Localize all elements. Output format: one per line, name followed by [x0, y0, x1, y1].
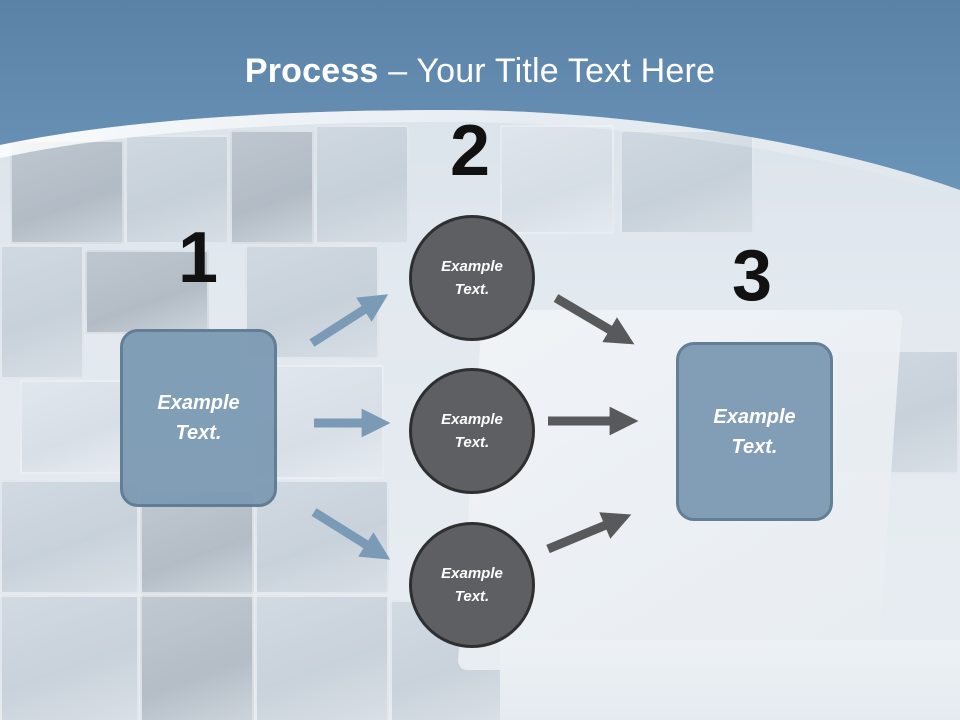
step-number-2: 2	[450, 111, 491, 191]
arrow-to-circle-1	[309, 294, 389, 347]
title-bold: Process	[244, 52, 379, 90]
collage-photo	[10, 140, 124, 244]
circle-text-line2: Text.	[454, 434, 490, 451]
step-2-circle-bottom: Example Text.	[409, 522, 535, 648]
step-1-text-line1: Example	[157, 392, 240, 414]
circle-text-line1: Example	[441, 411, 503, 428]
step-2-circle-middle: Example Text.	[409, 368, 535, 494]
collage-photo	[20, 380, 124, 474]
collage-photo	[0, 595, 139, 720]
arrow-from-circle-3	[546, 512, 632, 554]
circle-text-line1: Example	[441, 565, 503, 582]
title-rest: – Your Title Text Here	[378, 52, 716, 90]
collage-photo	[230, 130, 314, 244]
slide-title: Process – Your Title Text Here	[0, 52, 960, 91]
step-2-circle-top: Example Text.	[409, 215, 535, 341]
step-3-text-line1: Example	[713, 405, 796, 428]
step-number-1: 1	[178, 218, 219, 298]
header-band	[0, 0, 960, 198]
collage-photo	[0, 245, 84, 379]
step-1-box: Example Text.	[120, 329, 277, 507]
collage-photo	[140, 595, 254, 720]
arrow-to-circle-3	[311, 508, 391, 560]
step-number-3: 3	[732, 236, 773, 316]
desk-image	[500, 640, 960, 720]
step-1-text-line2: Text.	[175, 422, 222, 444]
collage-photo	[620, 130, 754, 234]
circle-text-line2: Text.	[454, 588, 490, 605]
arrow-from-circle-1	[553, 294, 635, 345]
circle-text-line2: Text.	[454, 281, 490, 298]
step-3-box: Example Text.	[676, 342, 833, 521]
step-3-text-line2: Text.	[731, 435, 778, 458]
collage-photo	[315, 125, 409, 244]
collage-photo	[0, 480, 139, 594]
collage-photo	[125, 135, 229, 244]
circle-text-line1: Example	[441, 258, 503, 275]
collage-photo	[500, 125, 614, 234]
collage-photo	[255, 595, 389, 720]
